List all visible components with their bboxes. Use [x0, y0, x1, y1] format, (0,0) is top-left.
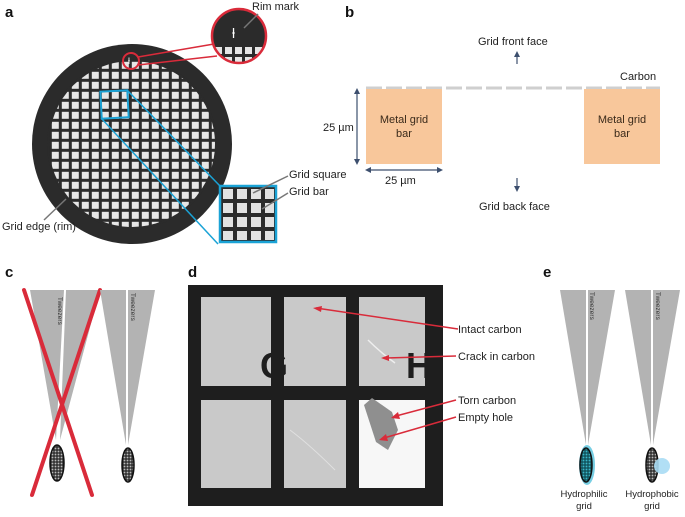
hydrophilic-label-1: Hydrophilic [561, 489, 608, 500]
wrong-cross-line-1 [22, 288, 94, 497]
grid-square-highlight [99, 89, 130, 120]
grid-bar-label: Grid bar [289, 186, 329, 198]
tweezers-hydrophobic-label: Tweezers [654, 292, 661, 321]
panel-letter-a: a [5, 4, 14, 21]
front-face-arrow [514, 51, 520, 64]
bar-right-label-2: bar [614, 128, 630, 140]
back-face-label: Grid back face [479, 201, 550, 213]
empty-hole-pointer [383, 416, 457, 439]
height-dimension-label: 25 µm [323, 122, 354, 134]
width-dimension-label: 25 µm [385, 175, 416, 187]
bar-right-label-1: Metal grid [598, 114, 646, 126]
hydrophobic-label-1: Hydrophobic [625, 489, 679, 500]
zoom-line-bottom [137, 55, 218, 66]
tweezers-right-label: Tweezers [129, 293, 136, 322]
panel-letter-d: d [188, 264, 197, 281]
tweezers-hydrophilic-label: Tweezers [588, 292, 595, 321]
carbon-label: Carbon [620, 71, 656, 83]
rim-mark-highlight [122, 52, 140, 70]
tweezers-hydrophobic [625, 290, 680, 483]
wrong-cross-line-2 [30, 288, 102, 497]
rim-mark-label: Rim mark [252, 1, 300, 13]
tweezers-hydrophilic [560, 290, 615, 485]
grid-square-zoom [218, 184, 278, 244]
width-dimension-arrow [365, 167, 443, 173]
rim-mark-pointer [243, 13, 259, 29]
crack-pointer [385, 355, 457, 359]
torn-carbon-pointer [395, 399, 457, 417]
panel-letter-c: c [5, 264, 13, 281]
crack-label: Crack in carbon [458, 351, 535, 363]
grid-letter-g: G [260, 345, 288, 386]
zoom-line-top [137, 43, 215, 58]
grid-edge-label: Grid edge (rim) [2, 221, 76, 233]
rim-mark-zoom: ƚ [210, 7, 268, 65]
zoom-line-blue-bottom [100, 117, 219, 245]
tweezers-right-correct [100, 290, 155, 483]
grid-edge-pointer [43, 198, 67, 221]
metal-grid-bar-right [584, 89, 660, 164]
bar-left-label-2: bar [396, 128, 412, 140]
tweezers-left-label: Tweezers [56, 297, 63, 326]
tem-grid-disk [32, 44, 232, 244]
rim-mark-glyph: ƚ [128, 56, 130, 66]
hydrophilic-label-2: grid [576, 501, 592, 512]
front-face-label: Grid front face [478, 36, 548, 48]
grid-letter-h: H [406, 345, 432, 386]
metal-grid-bar-left [366, 89, 442, 164]
intact-carbon-label: Intact carbon [458, 324, 522, 336]
intact-carbon-pointer [315, 307, 459, 330]
back-face-arrow [514, 178, 520, 192]
bar-left-label-1: Metal grid [380, 114, 428, 126]
panel-letter-b: b [345, 4, 354, 21]
torn-carbon-label: Torn carbon [458, 395, 516, 407]
panel-letter-e: e [543, 264, 551, 281]
grid-bar-pointer [261, 192, 289, 210]
micrograph: G H [188, 285, 443, 506]
hydrophobic-label-2: grid [644, 501, 660, 512]
grid-square-label: Grid square [289, 169, 346, 181]
height-dimension-arrow [354, 88, 360, 165]
empty-hole-label: Empty hole [458, 412, 513, 424]
grid-square-pointer [252, 175, 289, 194]
svg-text:ƚ: ƚ [232, 25, 235, 41]
zoom-line-blue-top [126, 89, 221, 187]
